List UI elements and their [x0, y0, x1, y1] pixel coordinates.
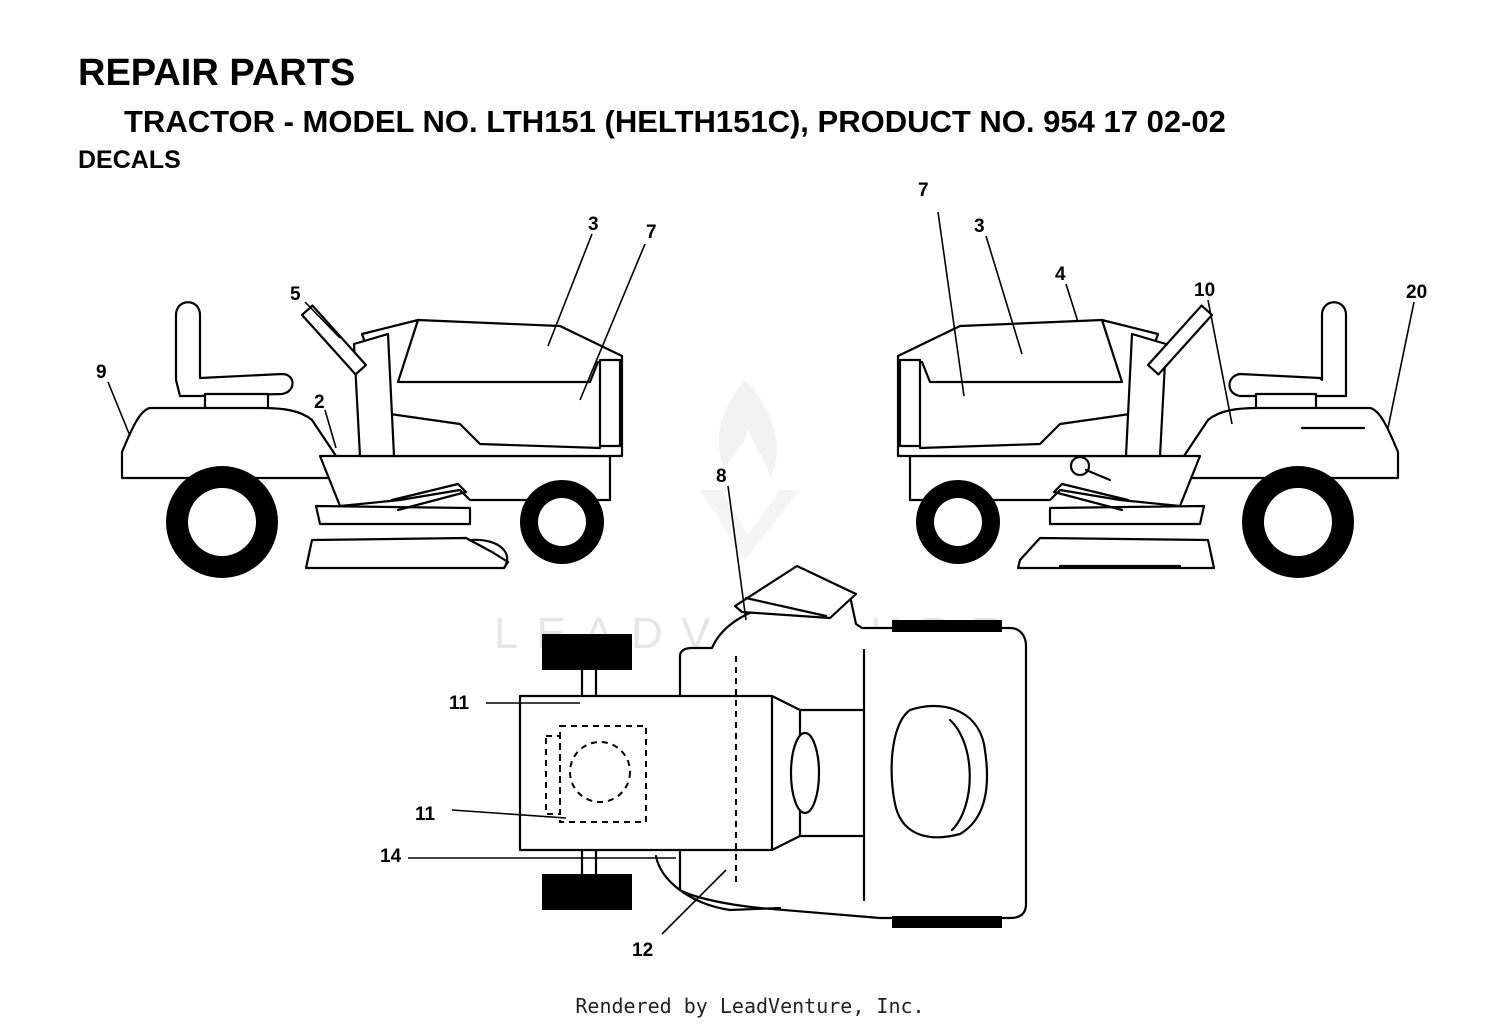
callout-top-14: 14: [380, 846, 402, 867]
callout-left-2: 2: [314, 392, 325, 413]
callout-top-8: 8: [716, 466, 727, 487]
callout-left-7: 7: [646, 222, 657, 243]
callout-top-11-b: 11: [415, 804, 436, 825]
footer-credit: Rendered by LeadVenture, Inc.: [575, 994, 925, 1018]
callout-right-3: 3: [974, 216, 985, 237]
tractor-left-side-view: [120, 301, 624, 578]
page-title: REPAIR PARTS: [78, 52, 356, 94]
callout-top-12: 12: [632, 940, 653, 961]
model-subtitle: TRACTOR - MODEL NO. LTH151 (HELTH151C), …: [124, 104, 1226, 139]
callout-left-3: 3: [588, 214, 599, 235]
callout-left-5: 5: [290, 284, 301, 305]
tractor-right-side-view: [896, 301, 1400, 578]
callout-right-4: 4: [1055, 264, 1066, 285]
right-view-leader-lines: [937, 211, 1415, 429]
callout-right-20: 20: [1406, 282, 1427, 303]
top-view-leader-lines: [408, 485, 747, 935]
leadventure-watermark-logo: [700, 380, 800, 560]
tractor-top-view: [518, 564, 1028, 928]
callout-right-7: 7: [918, 180, 929, 201]
section-heading: DECALS: [78, 146, 181, 174]
callout-right-10: 10: [1194, 280, 1215, 301]
callout-left-9: 9: [96, 362, 107, 383]
left-view-leader-lines: [107, 233, 646, 449]
callout-top-11-a: 11: [449, 693, 470, 714]
